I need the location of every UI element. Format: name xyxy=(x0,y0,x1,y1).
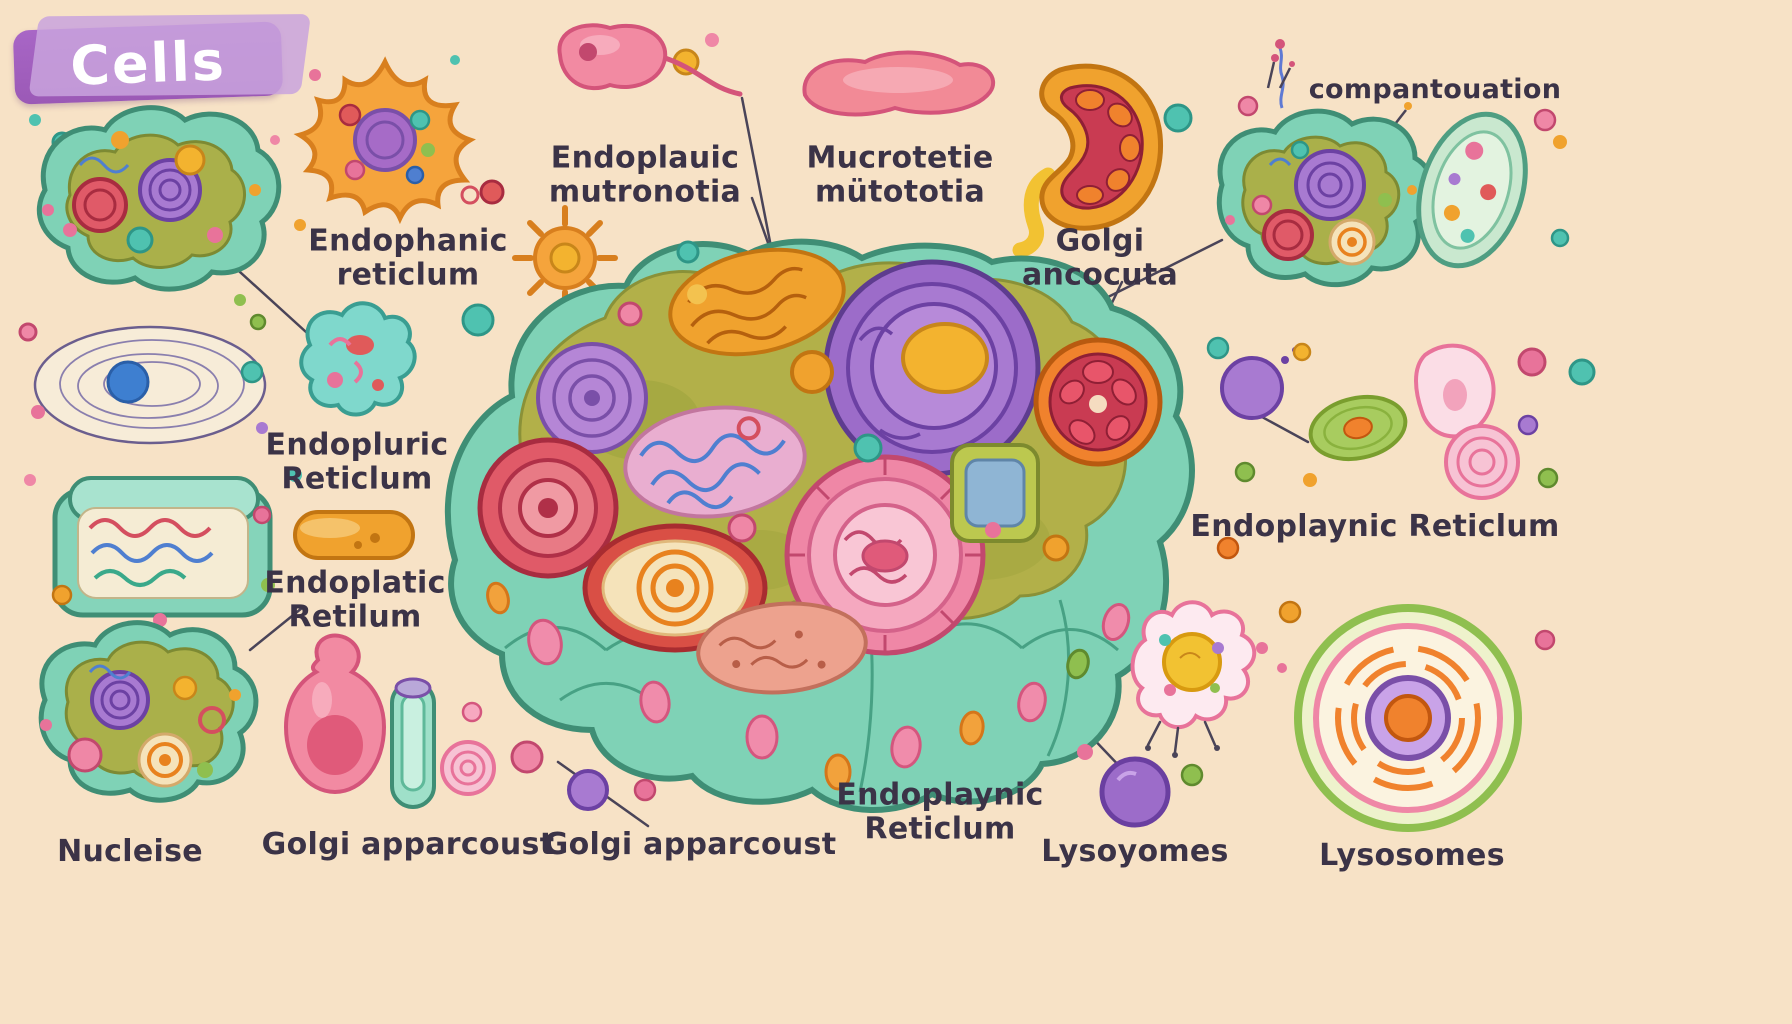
cell-amoeba xyxy=(1130,600,1257,758)
organelle-kidney xyxy=(1012,63,1164,258)
organelle-pink-flask xyxy=(283,633,387,795)
label-golgi-top-right: Golgi ancocuta xyxy=(1021,223,1179,292)
organelle-salmon-blob xyxy=(696,601,868,695)
antenna-icon xyxy=(1266,54,1295,89)
cell-flagellate xyxy=(557,23,743,97)
nucleus xyxy=(823,259,1041,477)
mitochondrion-red-spiral xyxy=(477,437,619,579)
endoplasmic-reticulum-blue xyxy=(623,405,807,519)
organelle-orange-spiral-pot xyxy=(582,523,768,653)
organelle-pink-blob xyxy=(802,50,996,117)
organelle-teal-capsule xyxy=(390,677,436,809)
label-mitochondria-top: Mucrotetie mütototia xyxy=(806,140,994,209)
organelle-red-crosssection xyxy=(1033,337,1163,467)
golgi-apparatus xyxy=(668,247,846,357)
label-er-right: Endoplaynic Reticlum xyxy=(1190,509,1560,545)
page-title: Cells xyxy=(69,28,227,98)
title-banner: Cells xyxy=(12,21,284,105)
organelle-orange-capsule xyxy=(293,510,415,560)
central-cell xyxy=(444,238,1195,813)
label-golgi-bottom-center: Golgi apparcoust xyxy=(543,827,837,863)
nucleolus xyxy=(901,322,989,394)
lysosome-purple xyxy=(1077,744,1204,828)
cell-bottom-left xyxy=(38,620,259,803)
label-compartmentalization: compantouation xyxy=(1308,73,1562,105)
organelle-teal-blob xyxy=(299,301,417,417)
cell-top-left xyxy=(36,105,282,292)
cell-block-left xyxy=(51,476,275,627)
cytoplasm-dots xyxy=(617,240,1070,562)
label-er-mid-left: Endopluric Reticlum xyxy=(265,427,449,496)
organelle-pink-ribbed xyxy=(784,454,986,656)
label-lysosomes-right: Lysosomes xyxy=(1319,838,1505,874)
cell-sketch-left xyxy=(31,325,268,445)
mitochondrion-purple-spiral xyxy=(536,342,648,454)
label-golgi-bottom-left: Golgi apparcoust xyxy=(261,827,555,863)
label-lysosomes-left: Lysoyomes xyxy=(1041,834,1229,870)
label-nucleus: Nucleise xyxy=(57,834,203,870)
label-er-top-center: Endoplauic mutronotia xyxy=(548,140,742,209)
scattered-dots xyxy=(18,33,1596,673)
label-er-top-left: Endophanic reticlum xyxy=(308,223,508,292)
cell-top-right xyxy=(1216,39,1436,288)
cell-orange-spiky xyxy=(293,55,480,231)
vesicle-cluster-right xyxy=(1206,336,1547,500)
label-er-lower-left: Endoplatic Retilum xyxy=(264,565,446,634)
organelle-green-oval xyxy=(1416,111,1528,269)
blue-nucleus xyxy=(106,360,150,404)
organelle-green-box xyxy=(950,443,1040,543)
lysosome-crosssection xyxy=(1278,600,1556,832)
membrane-spots xyxy=(486,581,1131,791)
vesicle-dots-bottom-left xyxy=(440,701,657,811)
label-er-bottom-center: Endoplaynic Reticlum xyxy=(836,777,1044,846)
